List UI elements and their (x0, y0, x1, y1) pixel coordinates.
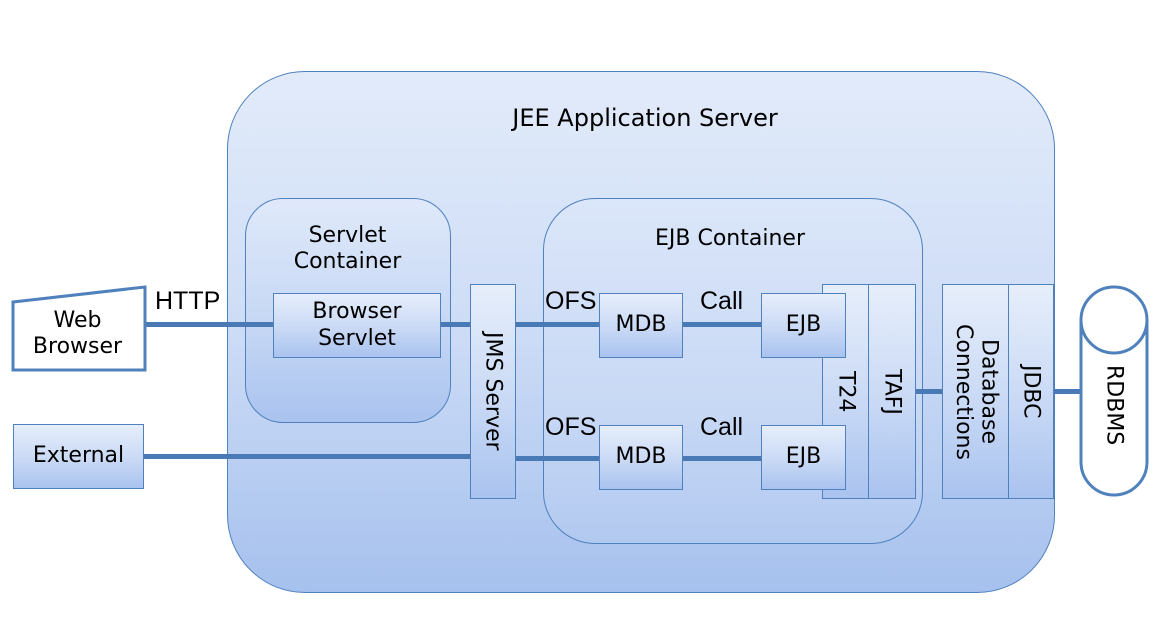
rdbms-body (1079, 285, 1149, 497)
jms-mdb-bottom-connector (514, 456, 600, 461)
mdb-bottom: MDB (599, 425, 683, 490)
mdb-top: MDB (599, 293, 683, 358)
browser-servlet: Browser Servlet (273, 293, 441, 358)
ejb-bottom: EJB (761, 425, 846, 490)
mdb-ejb-top-connector (682, 322, 762, 327)
rdbms-top-ellipse (1079, 319, 1149, 355)
web-browser-shape (11, 285, 147, 372)
tafj-dbconn-connector (915, 389, 943, 394)
jdbc-layer: JDBC (1008, 284, 1054, 499)
call-top-label: Call (700, 287, 744, 315)
ofs-bottom-label: OFS (545, 413, 597, 441)
servlet-container-title: Servlet Container (293, 222, 402, 274)
external-jms-connector (143, 454, 471, 459)
jdbc-rdbms-connector (1053, 389, 1083, 394)
ejb-container-title: EJB Container (655, 226, 805, 251)
call-bottom-label: Call (700, 413, 744, 441)
jee-application-server-title: JEE Application Server (512, 104, 778, 132)
ejb-top: EJB (761, 293, 846, 358)
mdb-ejb-bottom-connector (682, 456, 762, 461)
http-label: HTTP (155, 287, 221, 315)
rdbms-label: RDBMS (1101, 364, 1127, 446)
jms-mdb-top-connector (514, 322, 600, 327)
external-node: External (13, 424, 144, 489)
ofs-top-label: OFS (545, 287, 597, 315)
tafj-layer: TAFJ (868, 284, 916, 499)
rdbms-cylinder (1079, 285, 1149, 497)
web-browser-outline (11, 285, 147, 372)
database-connections: Database Connections (942, 284, 1010, 499)
jms-server: JMS Server (470, 284, 516, 499)
web-browser-label: Web Browser (32, 307, 123, 359)
http-connector (145, 322, 275, 327)
servlet-jms-connector (440, 322, 472, 327)
